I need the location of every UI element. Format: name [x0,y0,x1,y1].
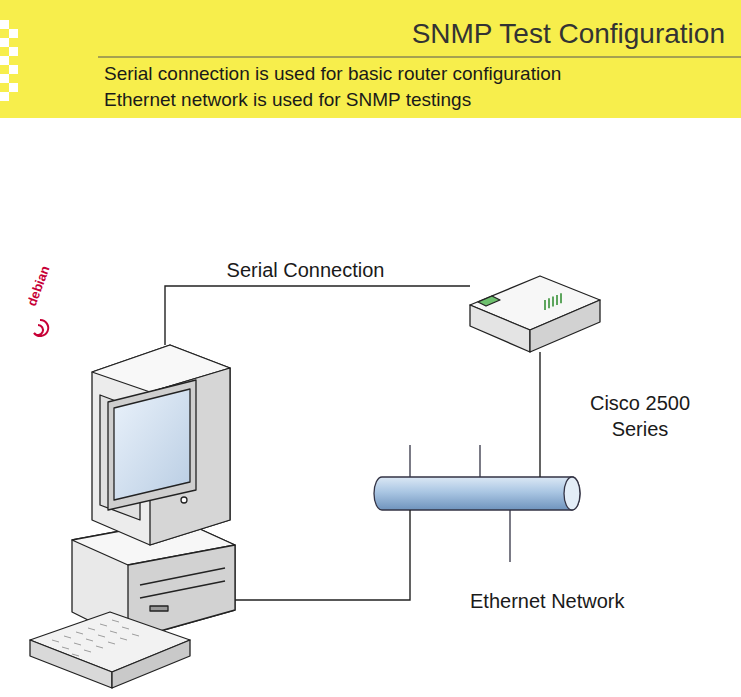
title-rule [98,57,741,58]
network-link [539,352,540,477]
computer: debian [30,345,235,690]
debian-swirl [34,320,48,336]
computer-icon [30,345,235,688]
network-link [235,510,410,600]
header-band [0,0,741,118]
router: Cisco 2500 Series [470,276,600,352]
router-icon [470,276,600,352]
device-label: Cisco 2500 Series [575,390,705,442]
keyboard-keys [52,620,139,656]
ethernet-bus [374,445,580,562]
checker-squares [0,20,18,101]
page-title: SNMP Test Configuration [412,18,725,50]
router-leds [545,293,561,310]
ethernet-bus: Ethernet Network [375,477,580,510]
device-label: Ethernet Network [470,588,670,614]
subtitle-line: Serial connection is used for basic rout… [104,63,561,85]
network-link [165,286,470,345]
link-label: Serial Connection [227,259,385,282]
subtitle-line: Ethernet network is used for SNMP testin… [104,89,471,111]
logo-text: debian [24,247,60,309]
